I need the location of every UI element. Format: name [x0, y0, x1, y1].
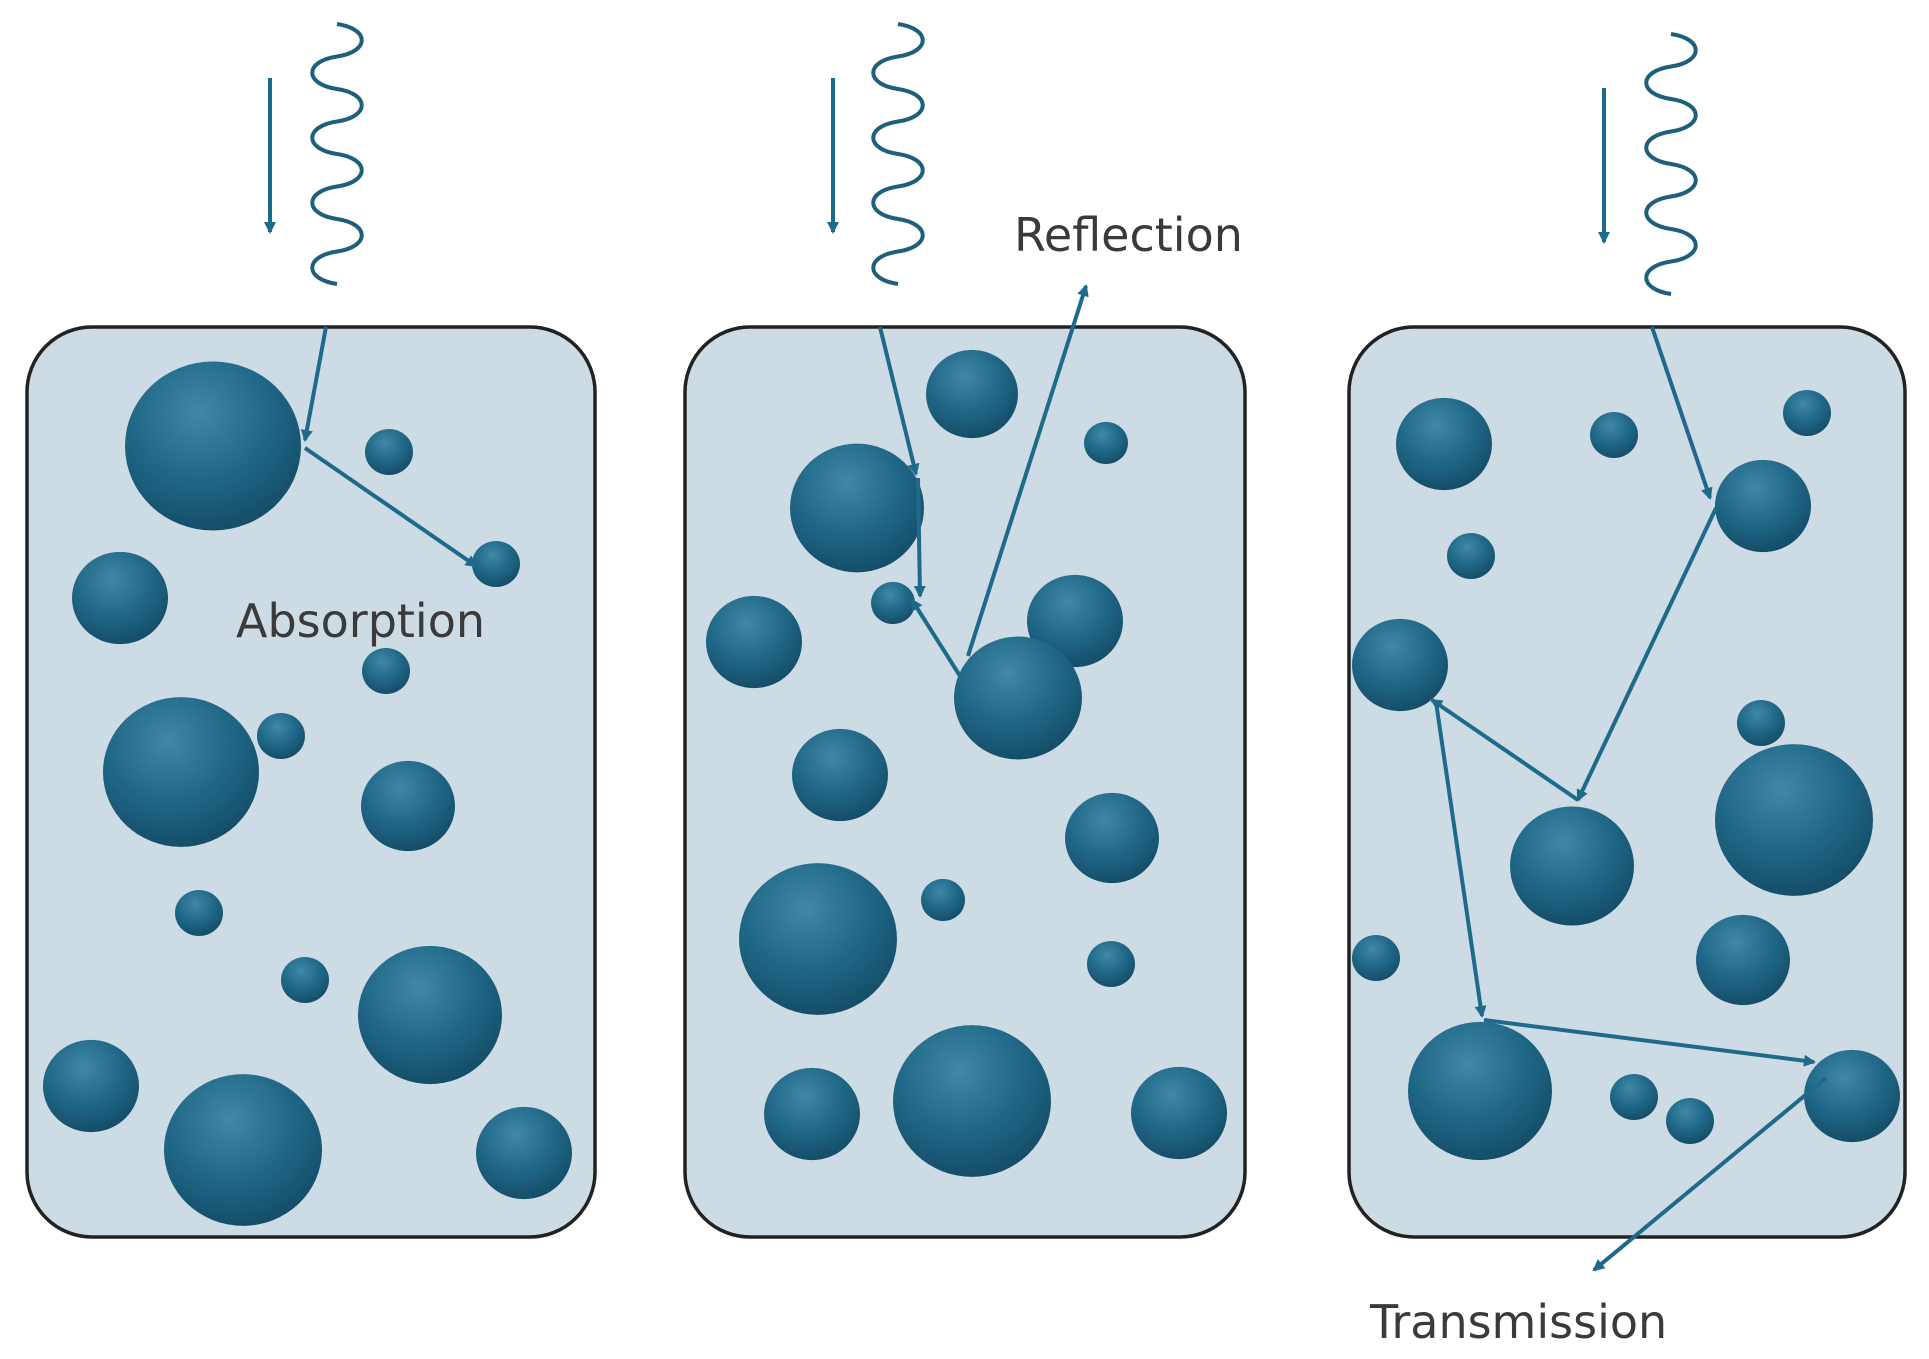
ray-path-transmission: [1430, 326, 1828, 1272]
particle: [1696, 914, 1790, 1006]
particle: [476, 1106, 572, 1200]
particle: [72, 551, 168, 645]
particle: [706, 595, 802, 689]
particle: [792, 728, 888, 822]
incident-light-reflection: [827, 22, 925, 286]
particle: [358, 945, 502, 1085]
particle: [893, 1025, 1051, 1177]
particles-transmission: [1352, 389, 1900, 1161]
particle: [125, 361, 301, 531]
particle: [175, 889, 223, 937]
particle: [764, 1067, 860, 1161]
particle: [1087, 940, 1135, 988]
particle: [1408, 1021, 1552, 1161]
particle: [1447, 532, 1495, 580]
particle: [1027, 574, 1123, 668]
wave-icon: [310, 22, 364, 286]
particle: [1131, 1066, 1227, 1160]
wave-icon: [871, 22, 925, 286]
particle: [1783, 389, 1831, 437]
particle: [1396, 397, 1492, 491]
particle: [1084, 421, 1128, 465]
incident-light-transmission: [1598, 32, 1698, 296]
particle: [790, 443, 924, 573]
particle: [1715, 744, 1873, 896]
particle: [1065, 792, 1159, 884]
particle: [921, 878, 965, 922]
particle: [1666, 1097, 1714, 1145]
label-transmission: Transmission: [1369, 1295, 1667, 1349]
particle: [1610, 1073, 1658, 1121]
particle: [365, 428, 413, 476]
label-absorption: Absorption: [236, 594, 485, 648]
particle: [926, 349, 1018, 439]
particles-reflection: [706, 349, 1227, 1177]
particle: [954, 636, 1082, 760]
particle: [257, 712, 305, 760]
particle: [43, 1039, 139, 1133]
particle: [103, 697, 259, 847]
label-reflection: Reflection: [1014, 208, 1243, 262]
particle: [164, 1074, 322, 1226]
ray-path-absorption: [300, 326, 478, 568]
particle: [1590, 411, 1638, 459]
particle: [871, 581, 915, 625]
particle: [1804, 1049, 1900, 1143]
particle: [739, 863, 897, 1015]
incident-light-absorption: [264, 22, 364, 286]
ray-path-reflection: [878, 284, 1089, 678]
particle: [361, 760, 455, 852]
particle: [1715, 459, 1811, 553]
particle: [281, 956, 329, 1004]
particle: [1510, 806, 1634, 926]
particle: [1352, 618, 1448, 712]
particle: [362, 647, 410, 695]
particle: [1352, 934, 1400, 982]
particle: [1737, 699, 1785, 747]
particles-absorption: [43, 361, 572, 1226]
particle: [472, 540, 520, 588]
wave-icon: [1644, 32, 1698, 296]
